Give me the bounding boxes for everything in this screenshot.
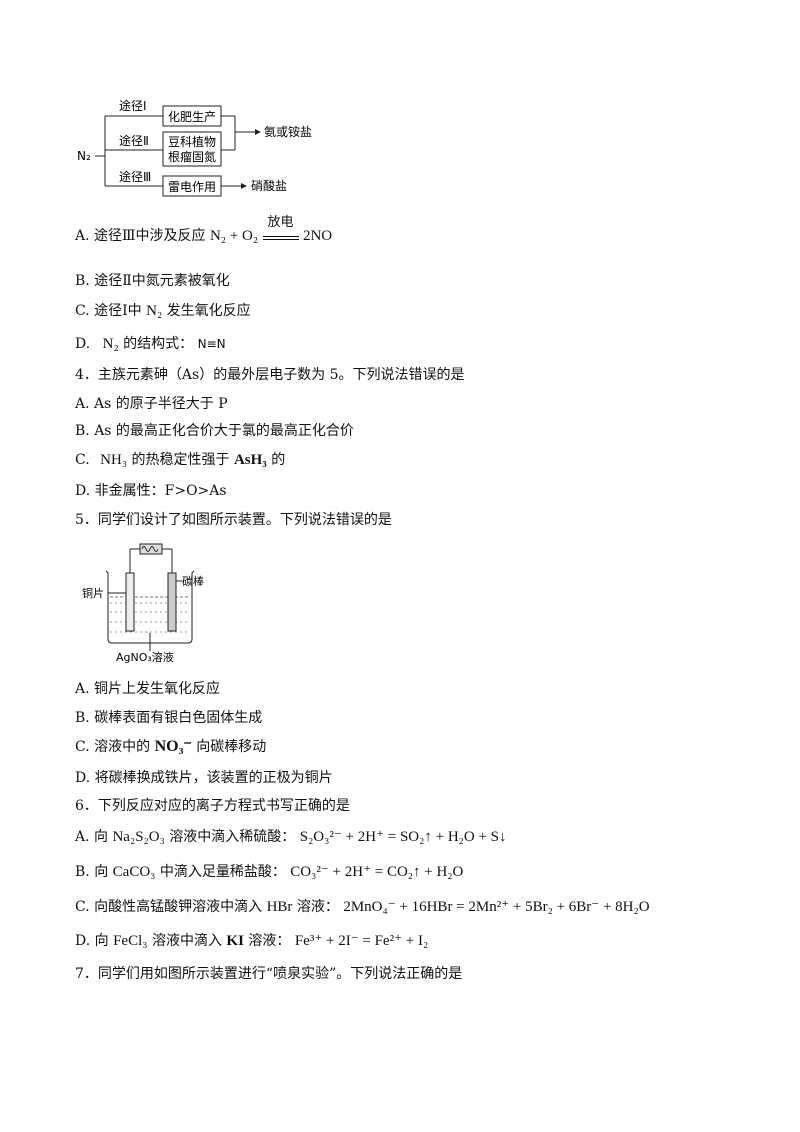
q7-stem: 7．同学们用如图所示装置进行“喷泉实验”。下列说法正确的是 [75, 966, 463, 982]
q6-a-mid: 溶液中滴入稀硫酸： [169, 829, 296, 845]
box-legume: 豆科植物 [168, 134, 216, 149]
q3-a-lhs: N₂ + O₂ [209, 228, 259, 244]
q4-option-a: A. As 的原子半径大于 P [75, 396, 228, 412]
q6-d-mid2: 溶液： [248, 933, 291, 949]
q5-c-ion: NO₃⁻ [154, 738, 192, 755]
q5-option-b: B. 碳棒表面有银白色固体生成 [75, 710, 263, 726]
q5-option-d: D. 将碳棒换成铁片，该装置的正极为铜片 [75, 770, 333, 786]
q4-c-mid: 的热稳定性强于 [131, 452, 230, 468]
q3-a-condition: 放电 [267, 215, 294, 230]
q6-d-reagent2: KI [226, 933, 244, 949]
q4-c-ash3: AsH₃ [233, 452, 267, 468]
q4-option-b: B. As 的最高正化合价大于氯的最高正化合价 [75, 423, 354, 439]
q3-d-n2: N₂ [102, 336, 119, 352]
q3-d-pre: D. [75, 336, 91, 352]
carbon-label: 碳棒 [182, 574, 204, 588]
solution-label: AgNO₃溶液 [116, 650, 174, 664]
q5-c-pre: C. 溶液中的 [75, 739, 151, 755]
q6-option-a: A. 向 Na₂S₂O₃ 溶液中滴入稀硫酸： S₂O₃²⁻ + 2H⁺ = SO… [75, 828, 507, 846]
q3-a-rhs: 2NO [302, 228, 333, 244]
galvanic-cell-diagram: 铜片 碳棒 AgNO₃溶液 [82, 543, 204, 664]
route-1-label: 途径Ⅰ [119, 98, 147, 113]
q4-stem: 4．主族元素砷（As）的最外层电子数为 5。下列说法错误的是 [75, 367, 465, 383]
q6-b-reagent: CaCO₃ [112, 864, 156, 880]
q6-d-reagent: FeCl₃ [113, 933, 148, 949]
copper-label: 铜片 [82, 586, 104, 600]
q6-d-pre: D. 向 [75, 933, 109, 949]
q3-c-n2: N₂ [146, 303, 163, 319]
q3-d-post: 的结构式： [123, 336, 194, 352]
q6-a-pre: A. 向 [75, 829, 109, 845]
q6-c-reagent: HBr [266, 899, 293, 915]
box-lightning: 雷电作用 [168, 180, 216, 194]
route-3-label: 途径Ⅲ [119, 169, 151, 184]
q6-d-equation: Fe³⁺ + 2I⁻ = Fe²⁺ + I₂ [294, 933, 429, 949]
q6-c-pre: C. 向酸性高锰酸钾溶液中滴入 [75, 899, 263, 915]
q3-option-d: D. N₂ 的结构式： N≡N [75, 335, 226, 353]
q3-a-arrow: 放电 [262, 215, 299, 240]
q6-a-equation: S₂O₃²⁻ + 2H⁺ = SO₂↑ + H₂O + S↓ [299, 829, 507, 845]
q6-c-mid: 溶液： [296, 899, 339, 915]
q6-option-d: D. 向 FeCl₃ 溶液中滴入 KI 溶液： Fe³⁺ + 2I⁻ = Fe²… [75, 932, 428, 950]
output-ammonia: 氨或铵盐 [264, 124, 312, 139]
q3-c-pre: C. 途径Ⅰ中 [75, 303, 142, 319]
q6-b-mid: 中滴入足量稀盐酸： [159, 864, 286, 880]
nitrogen-fixation-diagram: N₂ 途径Ⅰ 途径Ⅱ 途径Ⅲ 化肥生产 豆科植物 根瘤固氮 雷电作用 氨或铵盐 … [77, 98, 312, 197]
q4-option-c: C. NH₃ 的热稳定性强于 AsH₃ 的 [75, 451, 285, 469]
box-fertilizer: 化肥生产 [168, 110, 216, 124]
q3-option-c: C. 途径Ⅰ中 N₂ 发生氧化反应 [75, 302, 251, 320]
q6-b-pre: B. 向 [75, 864, 109, 880]
q3-option-a: A. 途径Ⅲ中涉及反应 N₂ + O₂ 放电 2NO [75, 215, 333, 245]
q6-option-c: C. 向酸性高锰酸钾溶液中滴入 HBr 溶液： 2MnO₄⁻ + 16HBr =… [75, 898, 650, 916]
q6-c-equation: 2MnO₄⁻ + 16HBr = 2Mn²⁺ + 5Br₂ + 6Br⁻ + 8… [343, 899, 650, 915]
q4-c-post: 的 [271, 452, 286, 468]
q3-c-post: 发生氧化反应 [166, 303, 251, 319]
q4-option-d: D. 非金属性：F>O>As [75, 483, 227, 499]
q5-option-a: A. 铜片上发生氧化反应 [75, 681, 221, 697]
output-nitrate: 硝酸盐 [251, 178, 287, 193]
q3-option-b: B. 途径Ⅱ中氮元素被氧化 [75, 273, 230, 289]
box-nodule: 根瘤固氮 [168, 149, 216, 164]
n2-source-label: N₂ [77, 149, 91, 163]
q6-d-mid: 溶液中滴入 [151, 933, 222, 949]
q6-a-reagent: Na₂S₂O₃ [112, 829, 165, 845]
q3-a-text: A. 途径Ⅲ中涉及反应 [75, 228, 206, 244]
q6-option-b: B. 向 CaCO₃ 中滴入足量稀盐酸： CO₃²⁻ + 2H⁺ = CO₂↑ … [75, 863, 463, 881]
q4-c-nh3: NH₃ [100, 452, 128, 468]
q6-stem: 6．下列反应对应的离子方程式书写正确的是 [75, 798, 350, 814]
q5-c-post: 向碳棒移动 [196, 739, 267, 755]
q4-c-pre: C. [75, 452, 90, 468]
q6-b-equation: CO₃²⁻ + 2H⁺ = CO₂↑ + H₂O [290, 864, 464, 880]
q5-stem: 5．同学们设计了如图所示装置。下列说法错误的是 [75, 512, 392, 528]
q3-d-struct: N≡N [197, 337, 226, 351]
route-2-label: 途径Ⅱ [119, 133, 149, 148]
q5-option-c: C. 溶液中的 NO₃⁻ 向碳棒移动 [75, 738, 266, 756]
